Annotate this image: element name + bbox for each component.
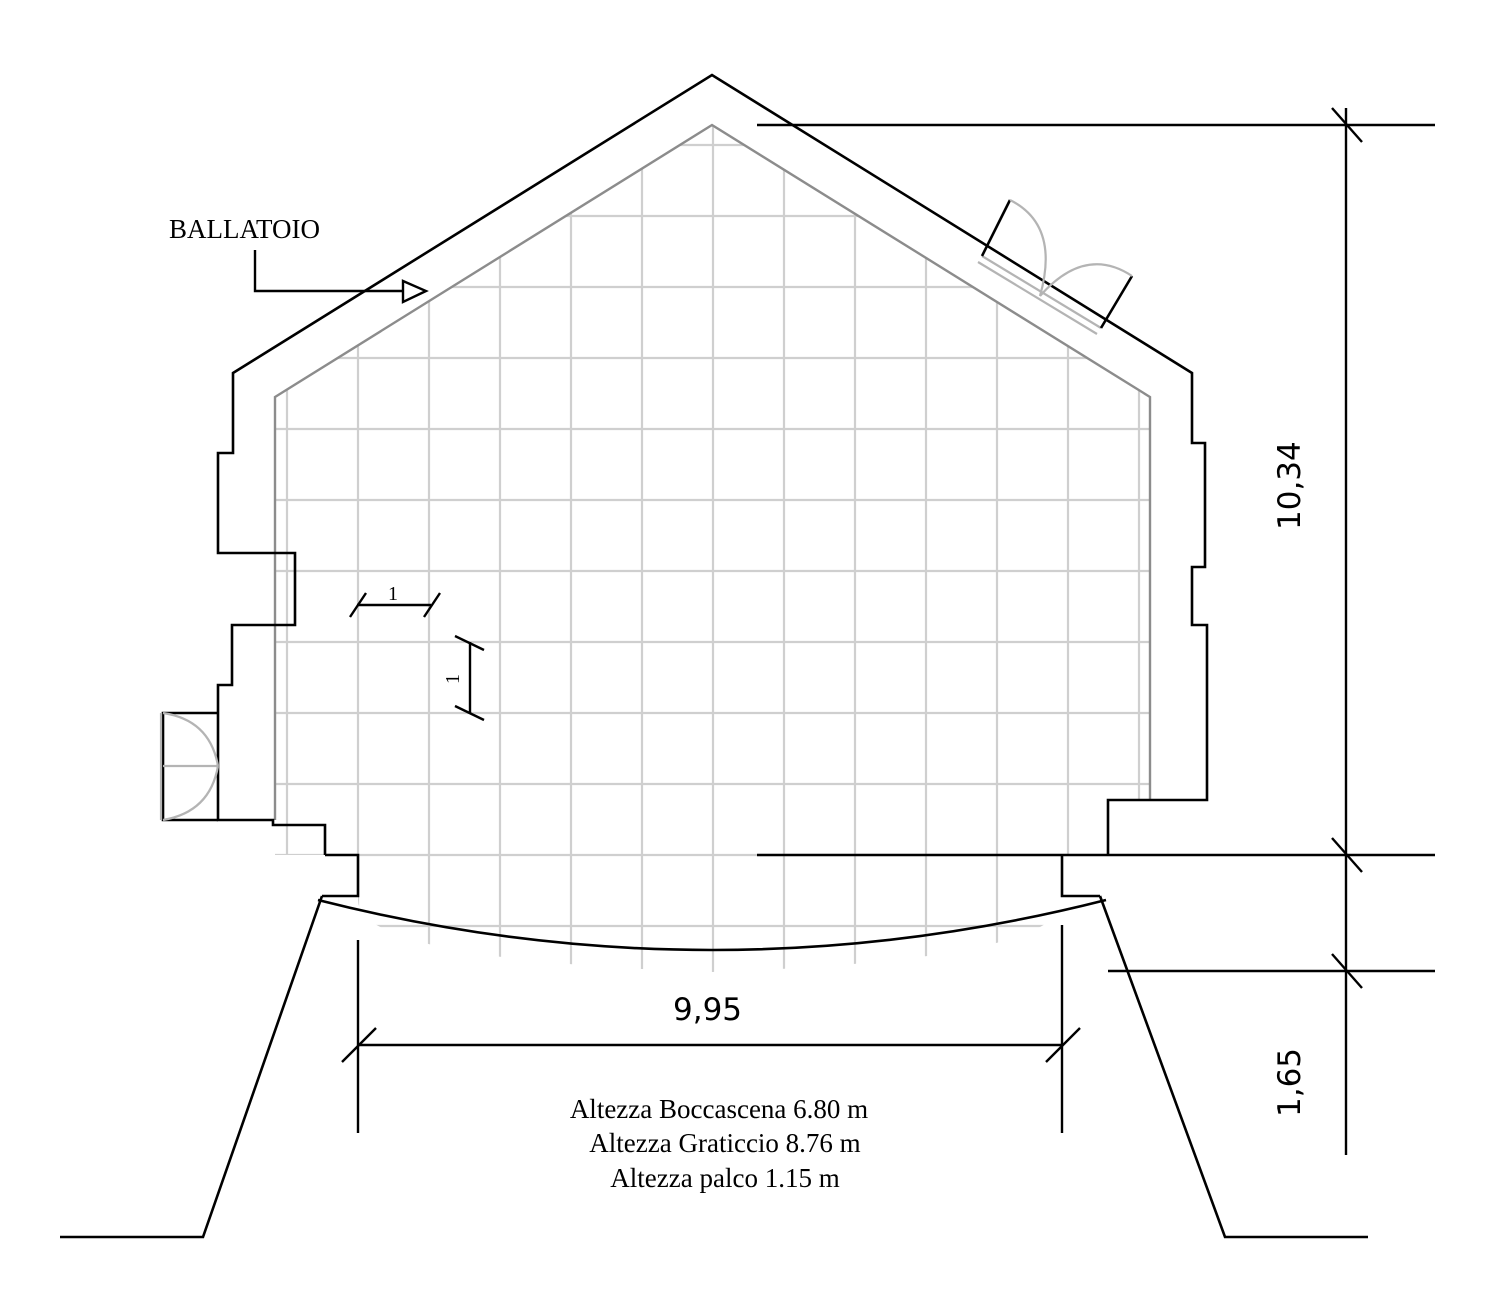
width-dimension xyxy=(341,925,1081,1133)
note-graticcio: Altezza Graticcio 8.76 m xyxy=(589,1128,860,1158)
depth-dimension-label: 10,34 xyxy=(1272,441,1308,530)
unit-dimension-vertical xyxy=(454,634,485,722)
stage-grid xyxy=(275,125,1150,972)
stage-left-jamb xyxy=(322,853,360,898)
note-boccascena: Altezza Boccascena 6.80 m xyxy=(570,1094,868,1124)
unit-h-label: 1 xyxy=(388,583,398,605)
note-palco: Altezza palco 1.15 m xyxy=(610,1163,839,1193)
stage-right-jamb xyxy=(1060,855,1100,898)
upper-right-door xyxy=(977,199,1134,335)
gallery-arrow xyxy=(253,250,429,304)
proscenium-arc xyxy=(317,898,1107,952)
left-door xyxy=(159,711,220,822)
unit-dimension-horizontal xyxy=(349,592,441,618)
stage-inner-outline xyxy=(273,123,1152,820)
left-splay-wall xyxy=(60,895,324,1239)
width-dimension-label: 9,95 xyxy=(673,992,742,1028)
depth-dimension xyxy=(757,107,1435,1155)
right-splay-wall xyxy=(1098,895,1368,1239)
unit-v-label: 1 xyxy=(442,674,464,684)
gallery-label: BALLATOIO xyxy=(169,214,320,244)
apron-dimension-label: 1,65 xyxy=(1272,1048,1308,1117)
